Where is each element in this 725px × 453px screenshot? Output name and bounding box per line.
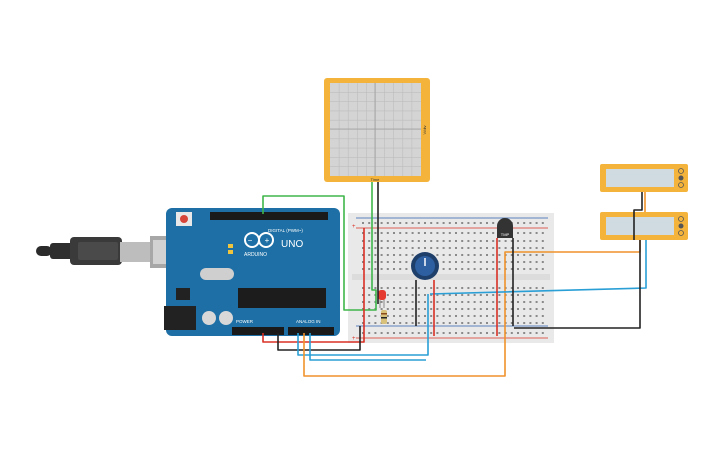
- arduino-brand-label: ARDUINO: [244, 252, 267, 258]
- svg-text:−: −: [248, 236, 253, 245]
- digital-label: DIGITAL (PWM~): [268, 228, 303, 233]
- sensor-label: TMP: [501, 232, 510, 237]
- power-label: POWER: [236, 319, 254, 324]
- plus-rail-label-bottom: +: [352, 336, 356, 342]
- digital-header[interactable]: [210, 212, 328, 220]
- led[interactable]: [378, 290, 386, 308]
- multimeter-2[interactable]: [600, 212, 688, 240]
- resistor[interactable]: [381, 310, 387, 324]
- oscilloscope[interactable]: Time V/div: [324, 78, 430, 182]
- atmega-chip: [238, 288, 326, 308]
- multimeter-1[interactable]: [600, 164, 688, 192]
- usb-cable[interactable]: [36, 236, 180, 268]
- potentiometer[interactable]: [411, 252, 439, 280]
- temperature-sensor[interactable]: TMP: [497, 218, 513, 238]
- scope-time-label: Time: [371, 177, 381, 182]
- analog-label: ANALOG IN: [296, 319, 321, 324]
- plus-rail-label: +: [352, 224, 356, 230]
- wire-black-meter[interactable]: [633, 192, 643, 240]
- wire-black-meter-2[interactable]: [514, 240, 641, 329]
- wire-blue-a0[interactable]: [297, 294, 429, 356]
- svg-text:+: +: [265, 236, 270, 245]
- wire-black-ground[interactable]: [277, 326, 361, 351]
- scope-voltage-label: V/div: [422, 126, 427, 135]
- arduino-uno-board[interactable]: − + ARDUINO UNO DIGITAL (PWM~) POWER ANA…: [164, 208, 340, 336]
- wire-green[interactable]: [262, 182, 377, 311]
- wire-blue-a1[interactable]: [309, 333, 426, 361]
- breadboard[interactable]: + +: [348, 213, 554, 343]
- wire-red-power[interactable]: [262, 228, 365, 343]
- arduino-model-label: UNO: [281, 239, 303, 250]
- wire-blue-meter[interactable]: [429, 240, 647, 295]
- analog-header[interactable]: [288, 327, 334, 335]
- power-header[interactable]: [232, 327, 284, 335]
